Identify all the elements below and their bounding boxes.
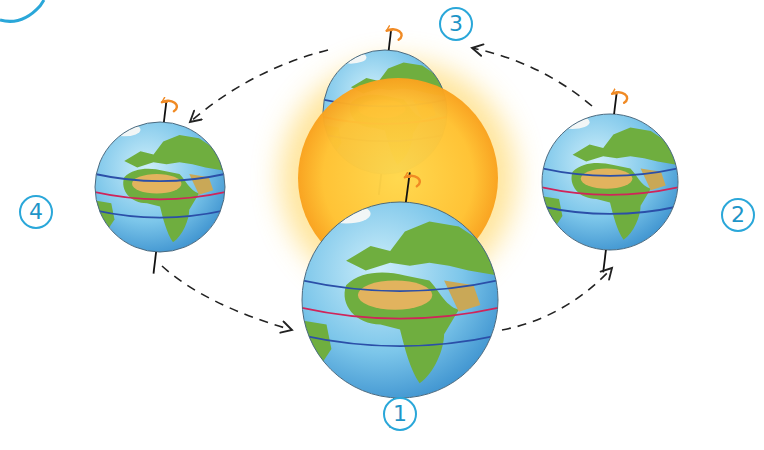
rotation-arrow xyxy=(162,101,177,112)
axis-line xyxy=(614,92,617,114)
europe-asia xyxy=(346,222,498,276)
ocean xyxy=(542,114,678,250)
globe-outline xyxy=(302,202,498,398)
callout-number: 3 xyxy=(439,7,473,41)
sahara xyxy=(132,174,181,194)
callout-text: 2 xyxy=(731,204,745,226)
orbit-arrow xyxy=(162,266,292,330)
ocean xyxy=(95,122,225,252)
south-america xyxy=(539,196,563,237)
greenland xyxy=(108,123,141,136)
greenland xyxy=(556,115,590,129)
sahara xyxy=(581,168,633,188)
earth-globe xyxy=(297,172,498,427)
callout-number: 2 xyxy=(721,198,755,232)
globe-outline xyxy=(95,122,225,252)
axis-line xyxy=(164,100,167,122)
equator-line xyxy=(95,192,225,199)
tropic-line xyxy=(302,280,498,291)
callout-text: 3 xyxy=(449,13,463,35)
tropic-line xyxy=(542,168,678,175)
orbit-arrow xyxy=(502,268,612,330)
callout-number: 1 xyxy=(383,397,417,431)
tropic-line xyxy=(95,174,225,181)
earth-globe xyxy=(92,100,225,273)
tropic-line xyxy=(542,206,678,213)
corner-badge-fragment xyxy=(0,0,44,21)
axis-line xyxy=(603,250,606,272)
south-america xyxy=(92,200,115,239)
globe-outline xyxy=(542,114,678,250)
callout-text: 4 xyxy=(29,201,43,223)
rotation-arrow xyxy=(612,92,627,103)
callout-number: 4 xyxy=(19,195,53,229)
earth-globe xyxy=(539,92,678,273)
greenland xyxy=(322,204,371,224)
south-america xyxy=(297,320,331,379)
orbit-arrow xyxy=(472,48,592,106)
callout-text: 1 xyxy=(393,403,407,425)
europe-asia xyxy=(573,128,678,165)
tropic-line xyxy=(302,335,498,346)
equator-line xyxy=(302,308,498,319)
orbit-arrow xyxy=(190,50,328,122)
rotation-arrow xyxy=(405,176,420,187)
rotation-arrow xyxy=(387,29,402,40)
axis-line xyxy=(389,29,391,50)
greenland xyxy=(335,51,366,63)
sahara xyxy=(358,280,432,309)
equator-line xyxy=(542,187,678,194)
axis-line xyxy=(154,252,157,274)
ocean xyxy=(302,202,498,398)
europe-asia xyxy=(124,135,225,171)
tropic-line xyxy=(95,210,225,217)
